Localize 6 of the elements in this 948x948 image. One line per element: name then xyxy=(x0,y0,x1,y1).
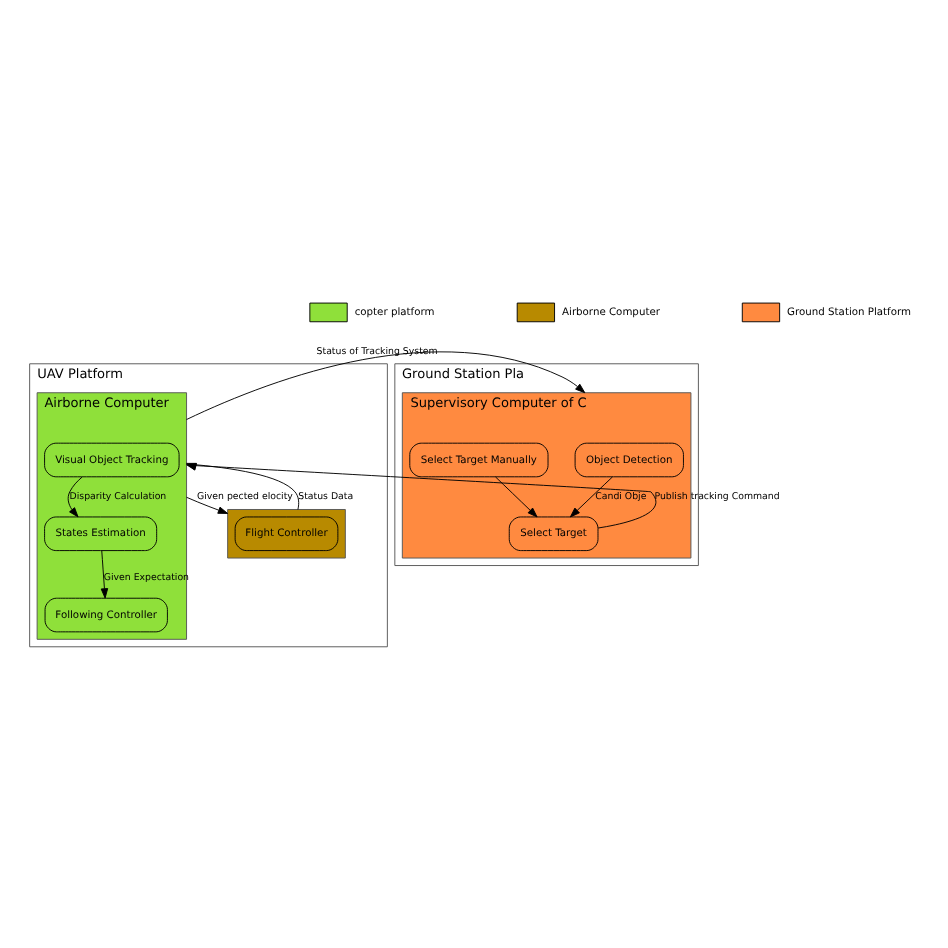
arrow xyxy=(67,476,83,518)
arrow xyxy=(495,476,538,518)
arrow xyxy=(100,550,109,599)
arrow xyxy=(186,351,586,420)
arrow xyxy=(186,496,229,514)
arrow xyxy=(569,476,613,518)
